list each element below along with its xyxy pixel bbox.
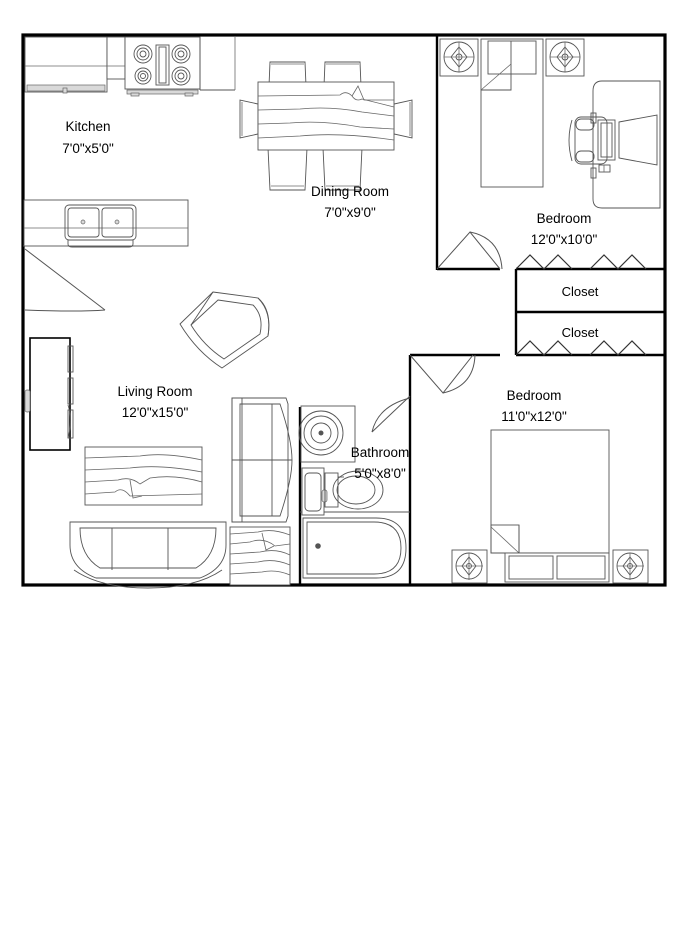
entertainment-center <box>24 337 74 451</box>
outer-wall <box>21 33 667 587</box>
door-bathroom <box>371 395 411 433</box>
room-dimensions-bedroom1: 12'0"x10'0" <box>531 232 598 247</box>
room-label-bedroom1: Bedroom <box>537 211 592 226</box>
room-bathroom: Bathroom 5'0"x8'0" <box>298 405 410 579</box>
closet-door-upper <box>515 254 647 270</box>
sofa <box>69 521 227 589</box>
shower <box>298 405 356 463</box>
dining-table <box>257 81 395 151</box>
room-dimensions-dining: 7'0"x9'0" <box>324 205 376 220</box>
room-label-living: Living Room <box>117 384 192 399</box>
kitchen-lower-counter <box>23 199 189 247</box>
interior-walls <box>298 35 665 585</box>
closet-label-lower: Closet <box>562 325 599 340</box>
room-dimensions-kitchen: 7'0"x5'0" <box>62 141 114 156</box>
room-dimensions-bathroom: 5'0"x8'0" <box>354 466 406 481</box>
nightstand-bedroom2-right <box>612 549 649 584</box>
room-dimensions-living: 12'0"x15'0" <box>122 405 189 420</box>
dining-chair-left <box>239 99 259 139</box>
room-bedroom2: Bedroom 11'0"x12'0" <box>451 388 649 584</box>
coffee-table <box>84 446 203 506</box>
kitchen-upper-counter <box>106 36 126 80</box>
room-dining: Dining Room 7'0"x9'0" <box>239 61 413 220</box>
bathtub <box>302 517 407 579</box>
dining-chair-right <box>393 99 413 139</box>
closet-label-upper: Closet <box>562 284 599 299</box>
dresser-bedroom2 <box>504 552 610 583</box>
room-label-bedroom2: Bedroom <box>507 388 562 403</box>
refrigerator <box>24 36 108 94</box>
bed-twin-bedroom1 <box>480 38 544 188</box>
end-table <box>229 526 291 586</box>
monitor-bedroom1 <box>618 114 658 166</box>
room-label-dining: Dining Room <box>311 184 389 199</box>
desk-chair-bedroom1 <box>568 116 608 165</box>
armchair <box>179 291 270 369</box>
door-bedroom1 <box>436 231 503 270</box>
room-label-bathroom: Bathroom <box>351 445 410 460</box>
room-bedroom1: Bedroom 12'0"x10'0" <box>439 38 661 247</box>
kitchen-counter-top-edge <box>199 37 236 91</box>
sink-vanity <box>301 467 328 516</box>
dining-chair-bottom-left <box>267 147 308 191</box>
toilet <box>324 470 384 510</box>
nightstand-bedroom2-left <box>451 549 488 584</box>
double-sink <box>64 204 137 248</box>
door-bedroom2 <box>409 354 476 394</box>
room-label-kitchen: Kitchen <box>65 119 110 134</box>
room-dimensions-bedroom2: 11'0"x12'0" <box>501 409 567 424</box>
loveseat <box>231 397 293 523</box>
room-kitchen: Kitchen 7'0"x5'0" <box>23 36 236 312</box>
nightstand-bedroom1-right <box>545 38 585 77</box>
stove-range <box>124 36 201 97</box>
room-living: Living Room 12'0"x15'0" <box>24 291 293 589</box>
bed-queen-bedroom2 <box>490 429 610 554</box>
nightstand-bedroom1-left <box>439 38 479 77</box>
door-kitchen-living <box>23 245 106 312</box>
closet-door-lower <box>515 340 647 356</box>
